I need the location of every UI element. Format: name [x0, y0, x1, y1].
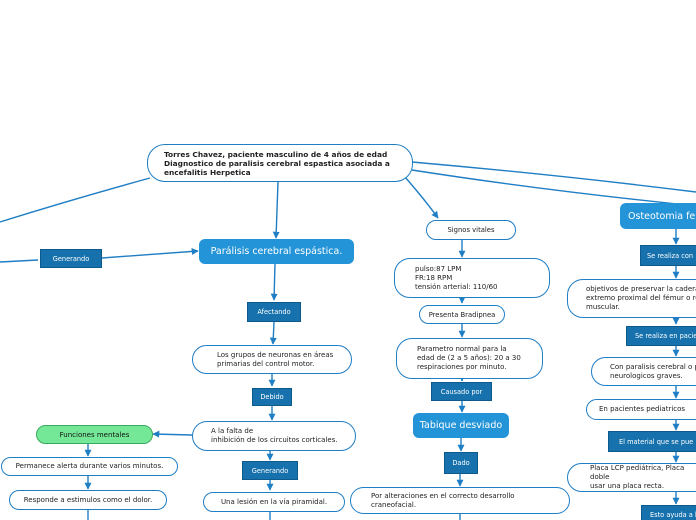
- neuronas-node[interactable]: Los grupos de neuronas en áreas primaria…: [192, 345, 352, 374]
- se-realiza-pacientes-label[interactable]: Se realiza en pacie: [626, 326, 696, 346]
- link-left-generando: [0, 259, 39, 263]
- generando-left[interactable]: Generando: [40, 249, 102, 268]
- placa-node[interactable]: Placa LCP pediátrica, Placa doble usar u…: [567, 463, 696, 492]
- root-line-3: encefalitis Herpetica: [164, 167, 251, 177]
- pediatricos-node[interactable]: En pacientes pediatricos: [586, 399, 696, 420]
- alteraciones-node[interactable]: Por alteraciones en el correcto desarrol…: [350, 487, 570, 514]
- generando-mid[interactable]: Generando: [242, 461, 298, 480]
- link-root-signos: [404, 176, 439, 219]
- link-root-left: [0, 177, 151, 223]
- link-falta-funciones: [152, 430, 193, 438]
- objetivos-node[interactable]: objetivos de preservar la cadera extremo…: [567, 279, 696, 318]
- debido-label[interactable]: Debido: [252, 388, 292, 406]
- alerta-node[interactable]: Permanece alerta durante varios minutos.: [1, 457, 178, 476]
- afectando-label[interactable]: Afectando: [247, 302, 301, 322]
- dado-label[interactable]: Dado: [444, 452, 478, 474]
- root-topic[interactable]: Torres Chavez, paciente masculino de 4 a…: [147, 144, 413, 182]
- link-root-paralisis: [272, 181, 280, 239]
- lesion-node[interactable]: Una lesión en la vía piramidal.: [203, 492, 345, 512]
- estimulos-node[interactable]: Responde a estimulos como el dolor.: [9, 490, 167, 510]
- parametro-node[interactable]: Parametro normal para la edad de (2 a 5 …: [396, 338, 543, 379]
- link-afectando-neuronas: [269, 321, 277, 345]
- bradipnea-node[interactable]: Presenta Bradipnea: [419, 305, 505, 324]
- se-realiza-con-label[interactable]: Se realiza con: [640, 245, 696, 266]
- vitales-node[interactable]: pulso:87 LPM FR:18 RPM tensión arterial:…: [394, 258, 550, 298]
- root-line-2: Diagnostico de paralisis cerebral espast…: [164, 158, 390, 168]
- con-paralisis-node[interactable]: Con paralisis cerebral o p neurologicos …: [591, 357, 696, 386]
- funciones-mentales-node[interactable]: Funciones mentales: [36, 425, 153, 444]
- tabique-topic[interactable]: Tabique desviado: [413, 413, 509, 438]
- root-line-1: Torres Chavez, paciente masculino de 4 a…: [164, 149, 388, 159]
- material-label[interactable]: El material que se pue: [608, 431, 696, 452]
- link-generando-paralisis: [101, 247, 199, 259]
- link-paralisis-afectando: [270, 263, 278, 301]
- link-root-far: [411, 161, 696, 193]
- signos-vitales-node[interactable]: Signos vitales: [426, 220, 516, 240]
- causado-por-label[interactable]: Causado por: [431, 382, 492, 401]
- osteotomia-topic[interactable]: Osteotomia fem: [620, 203, 696, 229]
- falta-node[interactable]: A la falta de inhibición de los circuito…: [192, 421, 356, 451]
- paralisis-topic[interactable]: Parálisis cerebral espástica.: [199, 239, 354, 264]
- esto-ayuda-label[interactable]: Esto ayuda a l: [641, 505, 696, 520]
- link-root-osteotomia: [411, 169, 696, 207]
